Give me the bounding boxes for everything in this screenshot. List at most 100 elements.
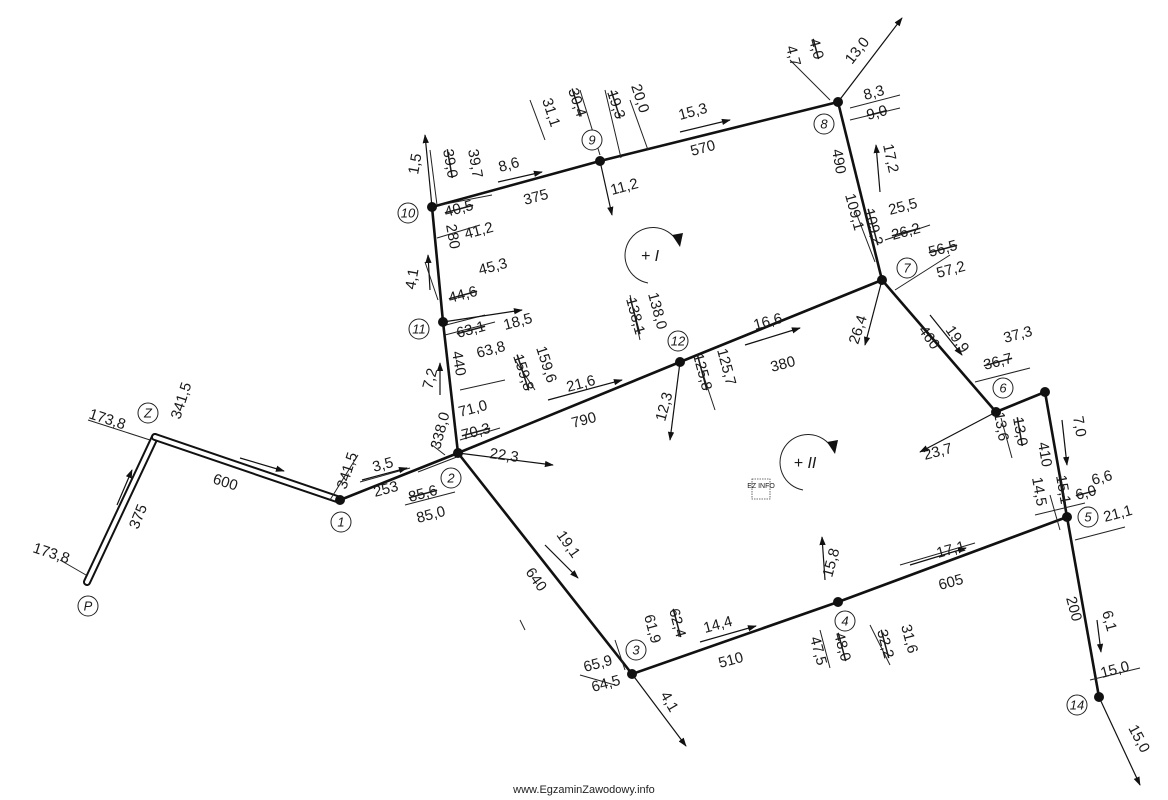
value-label: 640 [522,565,550,595]
value-label: 8,6 [497,154,522,176]
flow-arrow [631,673,687,747]
value-label: 159,6 [532,344,560,385]
node-badge [1077,506,1099,528]
node-label: 3 [632,643,640,658]
value-label: 37,3 [1002,323,1035,347]
node-point [991,407,1001,417]
leader-line [459,379,506,391]
leader-line [87,419,151,441]
value-label: 65,9 [582,652,615,676]
leader-line [789,59,831,101]
leader-line [1089,667,1141,681]
value-label: 3,5 [371,454,396,476]
value-label: 173,8 [31,540,72,568]
value-label: 18,5 [502,310,535,334]
flow-arrow [1098,696,1141,786]
flow-arrow [909,547,967,566]
value-label: 7,0 [1069,415,1089,438]
value-label: 45,3 [477,255,510,279]
loop-label: + II [794,455,817,472]
value-label: 4,7 [782,44,804,69]
leader-line [579,674,616,686]
value-label: 21,1 [1102,502,1135,526]
value-label: 20,0 [627,82,652,115]
node-point [833,597,843,607]
value-label: 12,3 [652,390,676,423]
leader-line [1049,494,1061,531]
node-label: 1 [337,515,344,530]
pipe-n7-n12 [679,278,883,364]
previous-value-label: 19,3 [603,88,628,121]
pipe-n4-n3 [631,600,839,676]
value-label: 173,8 [87,406,128,434]
leader-line [894,254,951,291]
node-badge [1066,694,1088,716]
leader-line [424,261,439,301]
flow-arrow [837,17,903,103]
pipe-n9-n8 [599,100,839,163]
pipe-n6-c [995,390,1046,414]
leader-line [429,149,438,206]
node-badge [813,113,835,135]
leader-line [899,542,976,566]
node-label: 14 [1070,698,1084,713]
loop-direction-arc [779,433,833,491]
value-label: 39,7 [464,148,486,180]
value-label: 22,3 [488,445,519,466]
leader-line [329,454,359,501]
leader-line [404,491,456,506]
node-point [427,202,437,212]
pipe-n1-n2 [339,451,459,502]
node-badge [581,129,603,151]
value-label: 253 [372,478,401,501]
leader-line [699,364,716,411]
value-label: 280 [442,223,463,251]
value-label: 16,6 [752,310,785,334]
loop-arrowhead-icon [827,440,838,454]
node-badge [77,595,99,617]
pipe-n5-n4 [837,515,1068,604]
value-label: 4,1 [402,267,422,290]
flow-arrow [361,467,408,481]
pipe-n12-n2 [457,360,681,455]
leader-line [849,107,901,121]
value-label: 6,6 [1090,467,1115,489]
value-label: 11,2 [609,175,641,199]
flow-arrow [744,327,801,346]
value-label: 61,9 [640,613,664,646]
supply-main-pipe-inner [153,435,342,502]
node-badge [667,330,689,352]
value-label: 460 [915,323,943,353]
flow-arrow [544,544,579,579]
flow-arrow [116,469,133,506]
pipe-n11-n10 [430,206,445,323]
previous-value-label: 125,8 [689,352,715,393]
leader-line [439,194,493,206]
node-label: P [84,599,93,614]
leader-line [417,454,463,473]
flow-arrow [929,314,963,356]
value-label: 71,0 [457,397,490,421]
value-label: 200 [1062,595,1085,624]
node-point [1094,692,1104,702]
previous-value-label: 70,3 [460,420,493,444]
previous-value-label: 39,0 [439,148,461,180]
previous-value-label: 44,6 [447,283,480,307]
value-label: 31,6 [897,623,921,656]
node-point [453,448,463,458]
value-label: 19,9 [942,323,973,357]
previous-value-label: 36,7 [982,350,1015,374]
flow-arrow [819,536,826,581]
leader-line [629,294,641,341]
value-label: 605 [937,571,966,594]
node-label: 6 [999,381,1007,396]
pipes [83,100,1101,698]
previous-value-label: 9,0 [865,102,890,124]
leader-line [869,624,891,666]
value-label: 8,3 [862,82,887,104]
node-label: 11 [412,322,426,337]
flow-arrow [425,254,432,291]
previous-value-label: 15,1 [1052,474,1074,506]
node-badge [408,318,430,340]
flow-arrow [457,452,554,468]
